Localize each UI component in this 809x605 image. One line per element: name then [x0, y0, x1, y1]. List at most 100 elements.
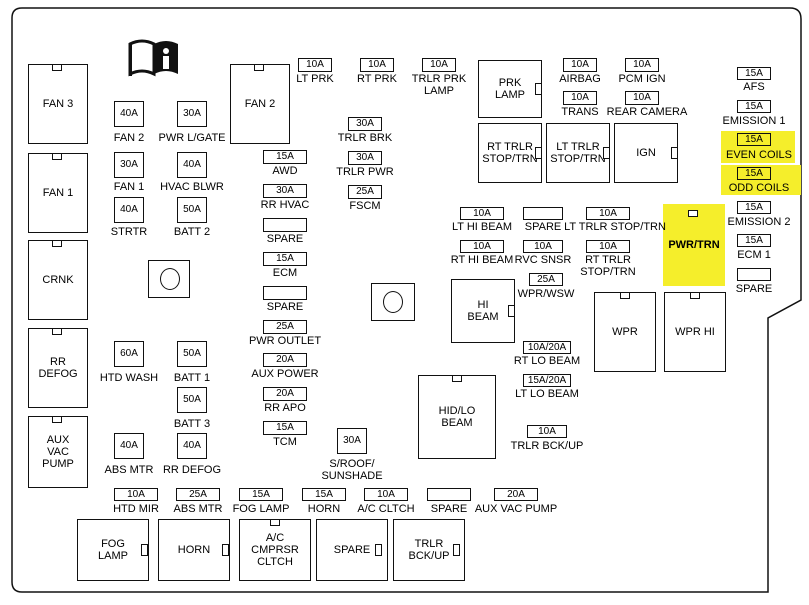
relay-spare: SPARE [316, 519, 388, 581]
fuse-rr-hvac: 30A [263, 184, 307, 198]
label-rear-camera: REAR CAMERA [606, 106, 688, 118]
relay-ign: IGN [614, 123, 678, 183]
fuse-lt-hi-beam: 10A [460, 207, 504, 220]
label-fog-lamp: FOG LAMP [232, 503, 290, 515]
label-rt-trlr-stop: RT TRLR STOP/TRN [580, 254, 636, 278]
fuse-emission-1: 15A [737, 100, 771, 113]
fuse-airbag: 10A [563, 58, 597, 72]
fuse-fan2: 40A [114, 101, 144, 127]
fuse-batt1: 50A [177, 341, 207, 367]
fuse-trans: 10A [563, 91, 597, 105]
fuse-rt-trlr-stop: 10A [586, 240, 630, 253]
fuse-emission-2: 15A [737, 201, 771, 214]
label-even-coils: EVEN COILS [725, 149, 793, 161]
fuse-spare-2 [263, 286, 307, 300]
fuse-htd-mir: 10A [114, 488, 158, 501]
mount-center [371, 283, 415, 321]
fuse-spare-bottom [427, 488, 471, 501]
fuse-rt-lo-beam: 10A/20A [523, 341, 571, 354]
label-hvac-blwr: HVAC BLWR [160, 181, 224, 193]
label-trlr-bckup: TRLR BCK/UP [510, 440, 584, 452]
label-lt-trlr-stop: LT TRLR STOP/TRN [564, 221, 666, 233]
label-lt-prk: LT PRK [296, 73, 334, 85]
fuse-lt-prk: 10A [298, 58, 332, 72]
label-wpr-wsw: WPR/WSW [517, 288, 575, 300]
label-pwr-lgate: PWR L/GATE [158, 132, 226, 144]
fuse-strtr: 40A [114, 197, 144, 223]
label-strtr: STRTR [110, 226, 148, 238]
fuse-batt2: 50A [177, 197, 207, 223]
fuse-aux-power: 20A [263, 353, 307, 367]
fuse-spare-mid [523, 207, 563, 220]
label-tcm: TCM [273, 436, 297, 448]
fuse-fscm: 25A [348, 185, 382, 199]
label-trlr-prk: TRLR PRK LAMP [411, 73, 467, 97]
label-trlr-brk: TRLR BRK [337, 132, 393, 144]
label-afs: AFS [743, 81, 765, 93]
label-rr-apo: RR APO [264, 402, 306, 414]
fuse-batt3: 50A [177, 387, 207, 413]
relay-prk-lamp: PRK LAMP [478, 60, 542, 118]
label-sroof: S/ROOF/ SUNSHADE [321, 458, 383, 482]
label-spare-right: SPARE [735, 283, 773, 295]
fuse-ecm-1: 15A [737, 234, 771, 247]
fuse-rt-hi-beam: 10A [460, 240, 504, 253]
fuse-trlr-pwr: 30A [348, 151, 382, 165]
fuse-wpr-wsw: 25A [529, 273, 563, 286]
fuse-abs-mtr-2: 25A [176, 488, 220, 501]
label-lt-lo-beam: LT LO BEAM [515, 388, 579, 400]
fuse-rr-apo: 20A [263, 387, 307, 401]
fuse-pcm-ign: 10A [625, 58, 659, 72]
fuse-ac-cltch: 10A [364, 488, 408, 501]
label-lt-hi-beam: LT HI BEAM [451, 221, 513, 233]
fuse-spare-1 [263, 218, 307, 232]
label-batt1: BATT 1 [173, 372, 211, 384]
label-aux-vac-pump: AUX VAC PUMP [474, 503, 558, 515]
fuse-rear-camera: 10A [625, 91, 659, 105]
relay-fan-2: FAN 2 [230, 64, 290, 144]
fuse-fog-lamp: 15A [239, 488, 283, 501]
label-trlr-pwr: TRLR PWR [336, 166, 394, 178]
label-spare-bottom: SPARE [430, 503, 468, 515]
fuse-tcm: 15A [263, 421, 307, 435]
label-spare-1: SPARE [266, 233, 304, 245]
label-trans: TRANS [561, 106, 599, 118]
relay-crnk: CRNK [28, 240, 88, 320]
label-ac-cltch: A/C CLTCH [357, 503, 415, 515]
label-ecm-1: ECM 1 [737, 249, 771, 261]
fuse-horn: 15A [302, 488, 346, 501]
label-ecm: ECM [272, 267, 298, 279]
fuse-trlr-bckup: 10A [527, 425, 567, 438]
label-rt-lo-beam: RT LO BEAM [513, 355, 581, 367]
mount-left [148, 260, 190, 298]
fuse-lt-lo-beam: 15A/20A [523, 374, 571, 387]
relay-fan-3: FAN 3 [28, 64, 88, 144]
label-awd: AWD [272, 165, 298, 177]
label-emission-2: EMISSION 2 [727, 216, 791, 228]
label-spare-mid: SPARE [524, 221, 562, 233]
relay-wpr-hi: WPR HI [664, 292, 726, 372]
label-abs-mtr-2: ABS MTR [173, 503, 223, 515]
relay-hid-lo-beam: HID/LO BEAM [418, 375, 496, 459]
relay-hi-beam: HI BEAM [451, 279, 515, 343]
label-fscm: FSCM [349, 200, 381, 212]
fuse-awd: 15A [263, 150, 307, 164]
label-htd-mir: HTD MIR [113, 503, 159, 515]
relay-trlr-bckup: TRLR BCK/UP [393, 519, 465, 581]
label-abs-mtr: ABS MTR [104, 464, 154, 476]
fuse-aux-vac-pump: 20A [494, 488, 538, 501]
fuse-rt-prk: 10A [360, 58, 394, 72]
label-batt3: BATT 3 [173, 418, 211, 430]
relay-lt-trlr-stop: LT TRLR STOP/TRN [546, 123, 610, 183]
fuse-pwr-outlet: 25A [263, 320, 307, 334]
relay-ac-cmprsr: A/C CMPRSR CLTCH [239, 519, 311, 581]
label-fan1: FAN 1 [113, 181, 145, 193]
label-fan2: FAN 2 [113, 132, 145, 144]
fuse-fan1: 30A [114, 152, 144, 178]
label-pcm-ign: PCM IGN [618, 73, 666, 85]
relay-fog-lamp: FOG LAMP [77, 519, 149, 581]
fuse-hvac-blwr: 40A [177, 152, 207, 178]
fuse-trlr-brk: 30A [348, 117, 382, 131]
label-airbag: AIRBAG [559, 73, 601, 85]
book-info-icon [128, 39, 178, 77]
